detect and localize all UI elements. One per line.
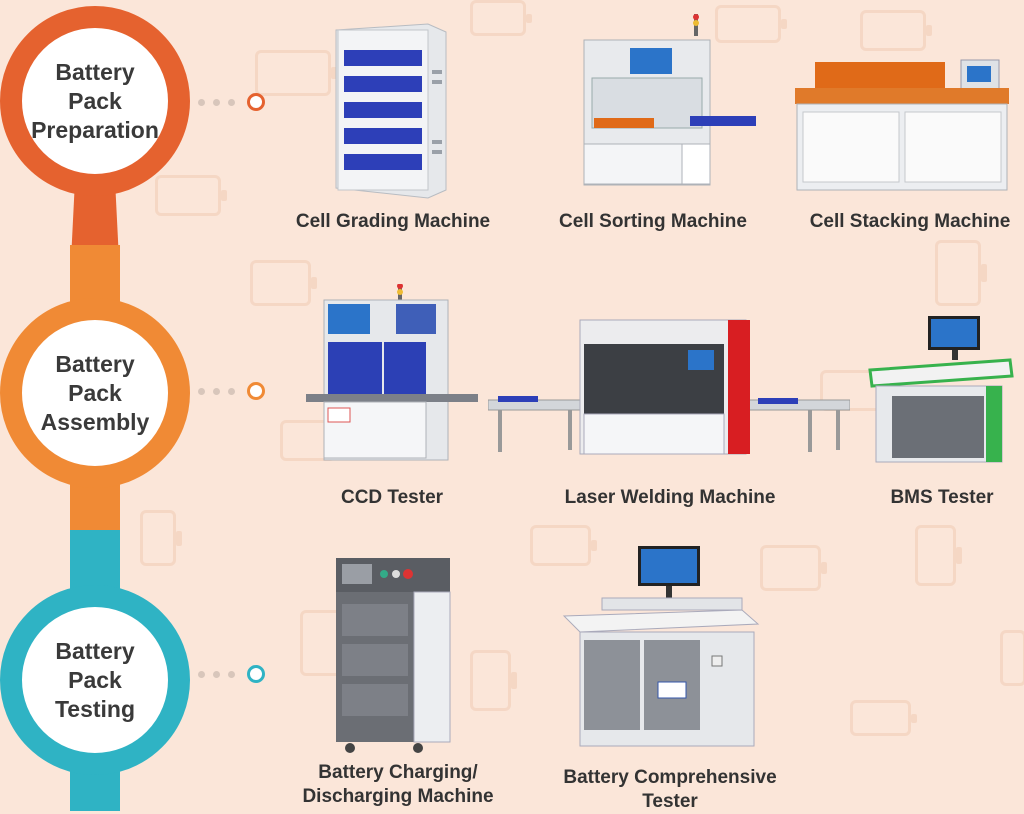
- battery-comprehensive-tester-image: [562, 546, 762, 754]
- background-battery-icon: [255, 50, 337, 96]
- stage-label: Battery Pack Preparation: [31, 58, 159, 143]
- background-battery-icon: [470, 650, 517, 711]
- bms-tester-label: BMS Tester: [890, 487, 994, 508]
- background-battery-icon: [470, 0, 532, 36]
- stage-connector: [70, 245, 120, 305]
- background-battery-icon: [760, 545, 827, 591]
- ccd-tester-image: [306, 284, 478, 466]
- dotted-connector: [198, 665, 265, 683]
- cell-stacking-machine-image: [793, 58, 1011, 194]
- cell-sorting-machine-image: [582, 14, 762, 189]
- ccd-tester-label: CCD Tester: [340, 487, 444, 508]
- background-battery-icon: [715, 5, 787, 43]
- laser-welding-machine-image: [488, 314, 850, 464]
- background-battery-icon: [915, 525, 962, 586]
- laser-welding-machine-label: Laser Welding Machine: [564, 487, 776, 508]
- stage-label: Battery Pack Testing: [54, 637, 136, 722]
- stage-preparation: Battery Pack Preparation: [0, 6, 190, 196]
- battery-charging-discharging-machine-label: Battery Charging/ Discharging Machine: [302, 762, 494, 807]
- dotted-connector: [198, 382, 265, 400]
- background-battery-icon: [1000, 630, 1024, 686]
- stage-assembly: Battery Pack Assembly: [0, 298, 190, 488]
- stage-label: Battery Pack Assembly: [40, 350, 150, 435]
- stage-testing: Battery Pack Testing: [0, 585, 190, 775]
- background-battery-icon: [935, 240, 987, 306]
- background-battery-icon: [530, 525, 597, 566]
- bms-tester-image: [866, 316, 1016, 466]
- background-battery-icon: [860, 10, 932, 51]
- cell-grading-machine-image: [328, 20, 453, 200]
- cell-grading-machine-label: Cell Grading Machine: [295, 211, 491, 232]
- cell-stacking-machine-label: Cell Stacking Machine: [809, 211, 1011, 232]
- background-battery-icon: [140, 510, 182, 566]
- battery-comprehensive-tester-label: Battery Comprehensive Tester: [563, 767, 777, 812]
- background-battery-icon: [850, 700, 917, 736]
- background-battery-icon: [250, 260, 317, 306]
- battery-charging-discharging-machine-image: [334, 556, 452, 756]
- cell-sorting-machine-label: Cell Sorting Machine: [559, 211, 747, 232]
- background-battery-icon: [155, 175, 227, 216]
- dotted-connector: [198, 93, 265, 111]
